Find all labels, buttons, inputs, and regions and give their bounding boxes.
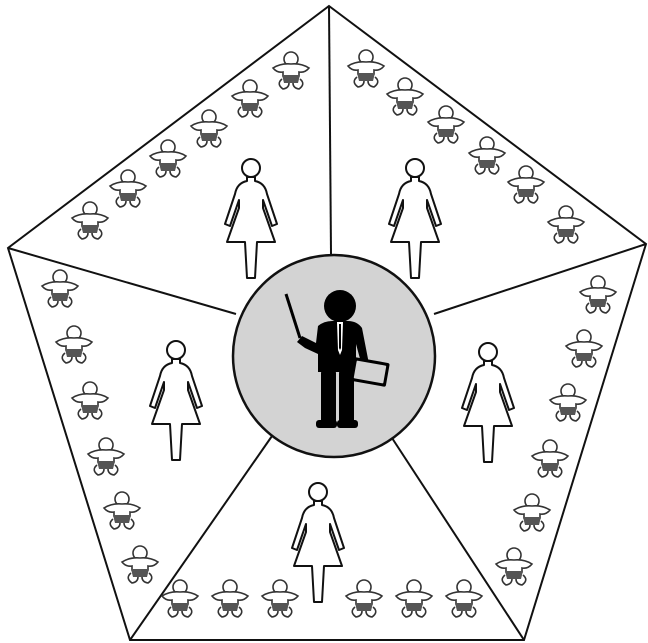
pentagon-diagram: [0, 0, 648, 643]
